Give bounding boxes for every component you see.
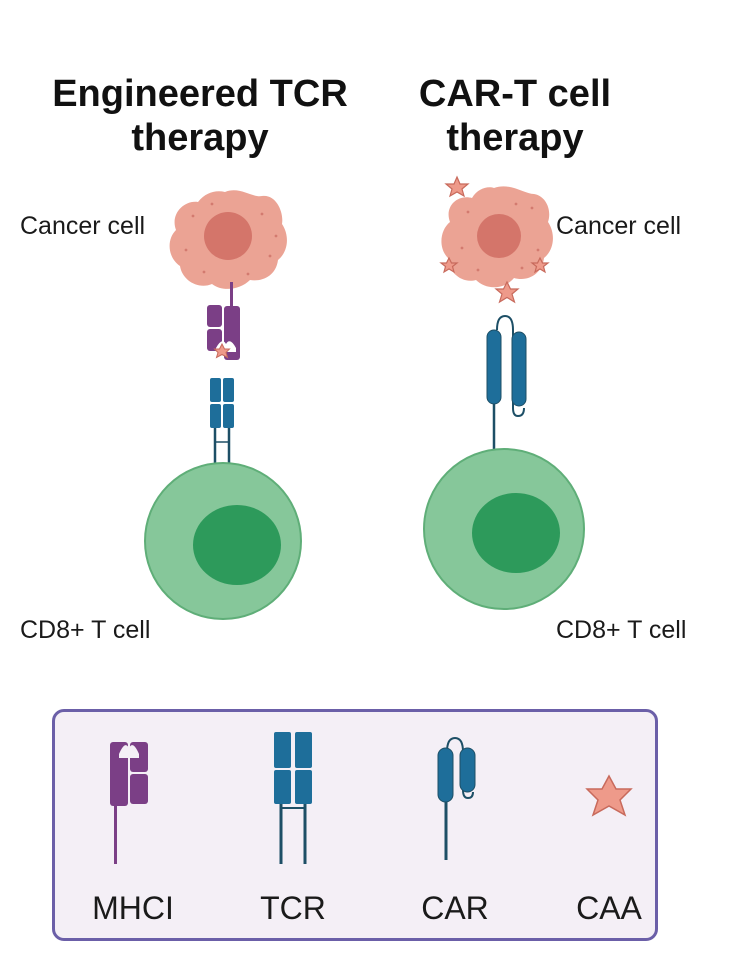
cancer-nucleus-right — [477, 214, 521, 258]
title-car-t-cell-therapy: CAR-T cell therapy — [418, 73, 612, 159]
caa-star-bottom — [494, 280, 520, 304]
label-cancer-cell-right: Cancer cell — [556, 212, 682, 240]
caa-star-right-surface — [530, 256, 550, 274]
caa-star-left — [213, 342, 231, 359]
t-cell-right — [423, 448, 585, 610]
caa-star-top — [444, 175, 470, 198]
label-t-cell-left: CD8+ T cell — [20, 616, 151, 644]
label-t-cell-right: CD8+ T cell — [556, 616, 687, 644]
t-cell-nucleus-left — [193, 505, 281, 585]
t-cell-nucleus-right — [472, 493, 560, 573]
title-engineered-tcr-therapy: Engineered TCR therapy — [52, 73, 348, 159]
legend-box: MHCI TCR CAR CAA — [52, 709, 658, 941]
legend-label-caa: CAA — [576, 890, 642, 926]
cancer-nucleus-left — [204, 212, 252, 260]
cancer-cell-left — [169, 190, 287, 289]
car-icon — [437, 736, 476, 860]
cancer-cell-right — [441, 186, 553, 288]
mhci-icon — [110, 742, 148, 864]
caa-stars-surface — [439, 175, 550, 304]
legend-icons — [110, 727, 633, 864]
t-cell-left — [144, 462, 302, 620]
caa-star-left-surface — [439, 256, 459, 274]
legend-label-tcr: TCR — [260, 890, 326, 926]
legend-label-car: CAR — [421, 890, 489, 926]
tcr-molecule-left — [210, 378, 234, 472]
caa-star-icon — [585, 774, 633, 817]
label-cancer-cell-left: Cancer cell — [20, 212, 146, 240]
diagram-canvas — [144, 175, 585, 620]
car-molecule-right — [486, 314, 527, 452]
tcr-icon — [274, 727, 312, 864]
legend-label-mhci: MHCI — [92, 890, 174, 926]
